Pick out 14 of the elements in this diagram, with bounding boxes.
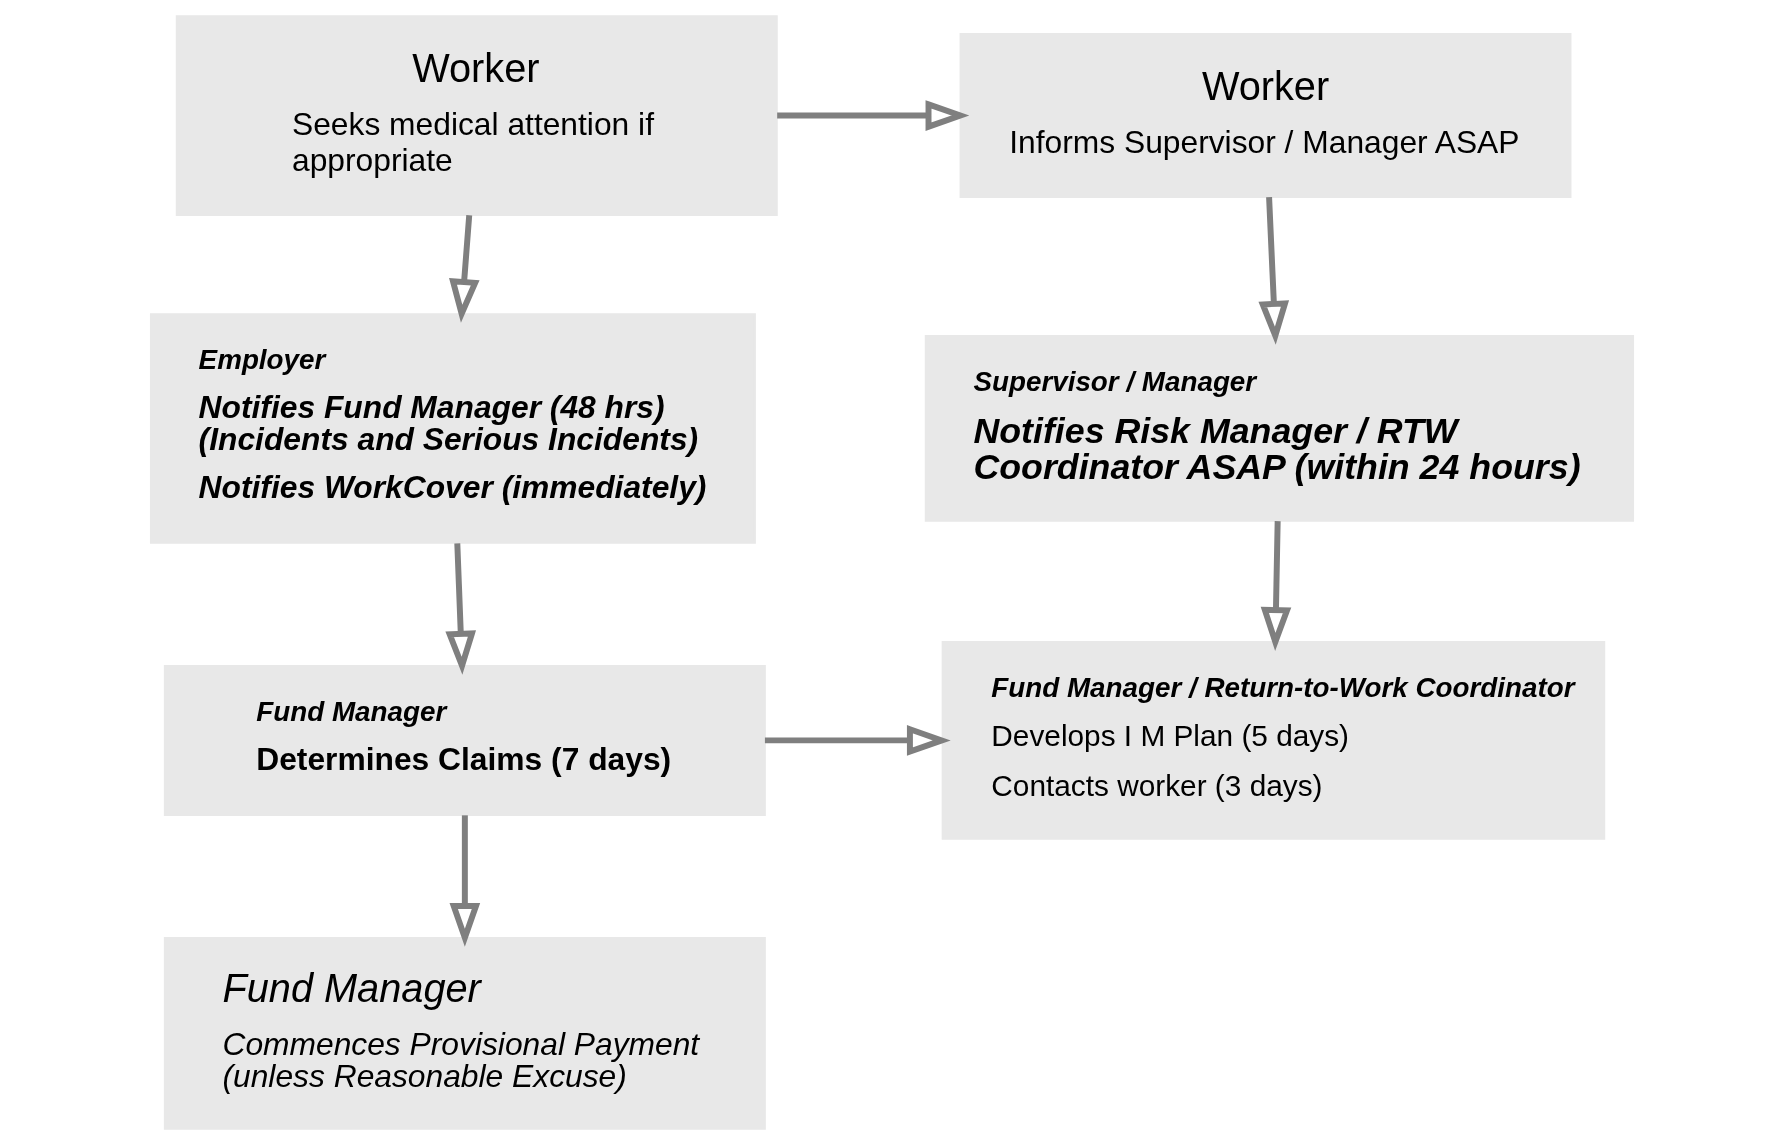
arrow — [1258, 196, 1290, 345]
node-box: Employer Notifies Fund Manager (48 hrs) (Incidents and Serious Incidents) Notifies WorkCover (immediately) — [149, 313, 756, 544]
arrow — [449, 215, 480, 323]
node-box: Worker Informs Supervisor / Manager ASAP — [959, 33, 1572, 198]
node-box: Fund Manager Determines Claims (7 days) — [163, 664, 766, 816]
arrow — [777, 100, 970, 131]
arrow — [449, 815, 481, 947]
node-box: Fund Manager / Return-to-Work Coordinator Develops I M Plan (5 days) Contacts worker (3 days) — [941, 641, 1606, 840]
arrow — [764, 725, 951, 756]
arrow — [445, 543, 476, 675]
node-box: Worker Seeks medical attention if appropriate — [175, 15, 778, 216]
node-box: Supervisor / Manager Notifies Risk Manager / RTW Coordinator ASAP (within 24 hours) — [924, 335, 1635, 522]
node-box: Fund Manager Commences Provisional Payment (unless Reasonable Excuse) — [163, 937, 766, 1130]
arrow — [1260, 521, 1292, 651]
